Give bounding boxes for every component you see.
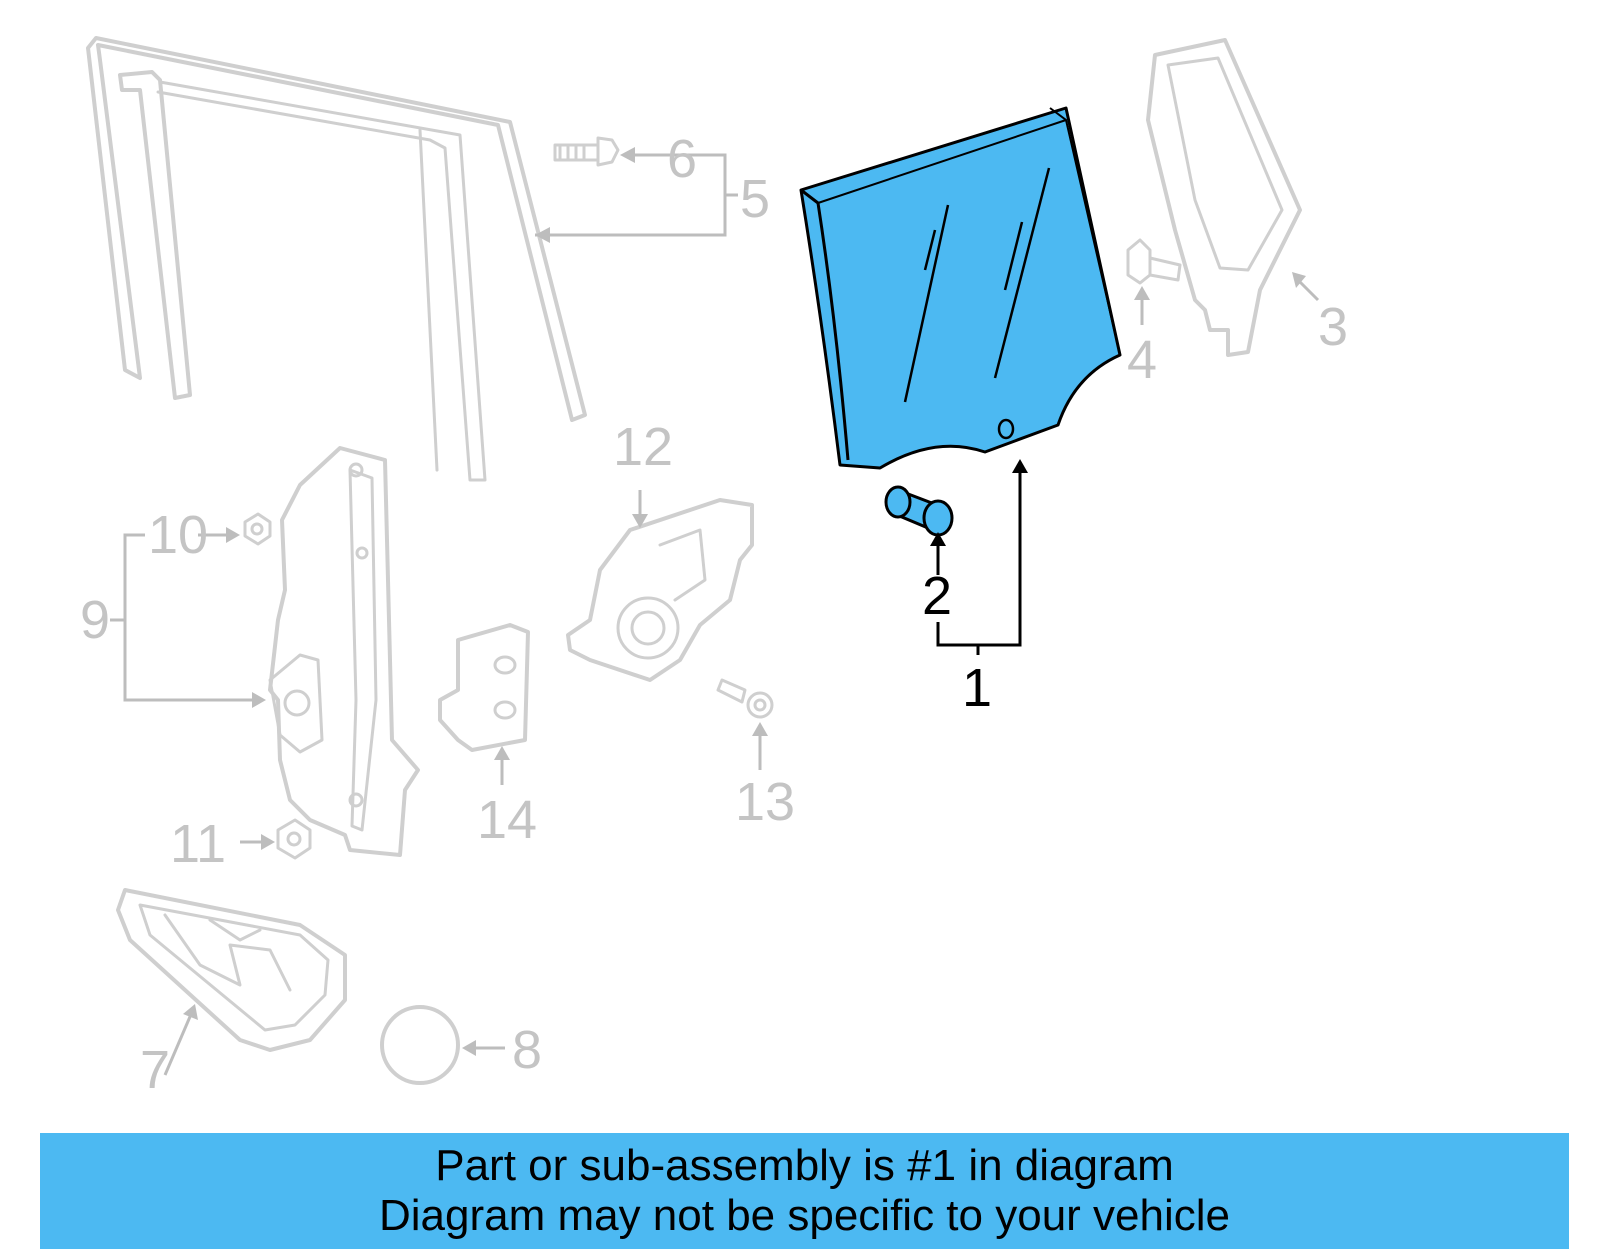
door-glass-part-1[interactable] xyxy=(799,106,1122,470)
bolt-part-6[interactable] xyxy=(553,136,620,167)
screw-part-4[interactable] xyxy=(1126,238,1182,285)
callout-9: 9 xyxy=(80,590,110,650)
nut-part-11[interactable] xyxy=(276,818,312,860)
trim-panel-part-7[interactable] xyxy=(116,888,347,1052)
callout-14: 14 xyxy=(477,790,537,850)
spacer-part-2[interactable] xyxy=(884,485,954,537)
window-channel-part-5[interactable] xyxy=(86,36,587,482)
callout-12: 12 xyxy=(613,417,673,477)
callout-1: 1 xyxy=(962,658,992,718)
callout-11: 11 xyxy=(170,814,226,874)
leader-lines-black xyxy=(930,459,1028,655)
nut-part-10[interactable] xyxy=(243,512,272,546)
screw-part-13[interactable] xyxy=(716,678,774,719)
banner-line-1: Part or sub-assembly is #1 in diagram xyxy=(435,1141,1174,1190)
window-regulator-part-9[interactable] xyxy=(268,446,420,857)
quarter-glass-part-3[interactable] xyxy=(1146,38,1302,357)
callout-3: 3 xyxy=(1318,297,1348,357)
motor-part-12[interactable] xyxy=(566,498,754,682)
callout-7: 7 xyxy=(140,1040,170,1100)
banner-line-2: Diagram may not be specific to your vehi… xyxy=(378,1191,1231,1240)
plug-part-8[interactable] xyxy=(380,1005,460,1085)
bracket-part-14[interactable] xyxy=(438,623,530,752)
callout-6: 6 xyxy=(667,129,697,189)
callout-13: 13 xyxy=(735,772,795,832)
callout-8: 8 xyxy=(512,1020,542,1080)
callout-10: 10 xyxy=(148,505,208,565)
info-banner: Part or sub-assembly is #1 in diagram Di… xyxy=(40,1133,1569,1249)
callout-2: 2 xyxy=(922,566,952,626)
callout-4: 4 xyxy=(1127,330,1157,390)
leader-lines-grey xyxy=(110,147,1320,1076)
callout-5: 5 xyxy=(740,169,770,229)
